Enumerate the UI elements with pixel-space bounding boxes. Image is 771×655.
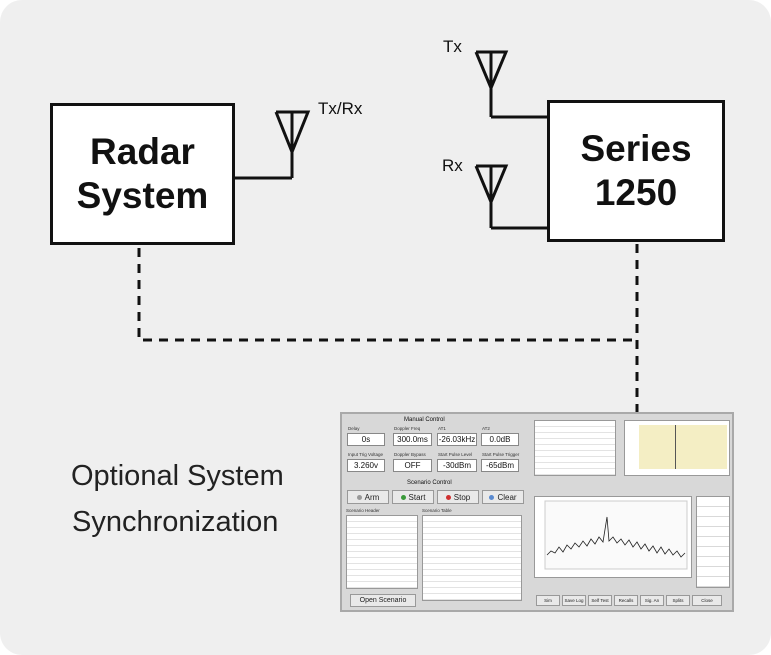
software-screenshot: Manual Control Delay 0s Doppler Freq 300… [340,412,734,612]
spectrum-trace [544,500,688,570]
arm-label: Arm [364,492,380,502]
arm-button[interactable]: Arm [347,490,389,504]
field-label: AT2 [482,426,490,431]
scenario-control-title: Scenario Control [407,480,452,486]
series-box-line1: Series [580,128,692,169]
rx-antenna-icon [474,164,509,228]
splits-button[interactable]: Splits [666,595,690,606]
series-1250-box: Series 1250 [547,100,725,242]
save-log-button[interactable]: Save Log [562,595,586,606]
field-label: AT1 [438,426,446,431]
radar-system-box: Radar System [50,103,235,245]
status-table [534,420,616,476]
start-button[interactable]: Start [392,490,434,504]
field-label: Doppler Freq [394,426,421,431]
at2-field[interactable]: 0.0dB [481,433,519,446]
scenario-header-table [346,515,418,589]
stop-button[interactable]: Stop [437,490,479,504]
delay-field[interactable]: 0s [347,433,385,446]
start-icon [400,494,406,500]
field-label: Delay [348,426,360,431]
rx-label: Rx [442,156,463,175]
sync-dashed-line [137,248,637,342]
trig-voltage-field[interactable]: 3.260v [347,459,385,472]
sig-an-button[interactable]: Sig. An [640,595,664,606]
sync-caption: Optional System Synchronization [71,453,284,545]
tx-label: Tx [443,37,462,56]
start-pulse-trigger-field[interactable]: -65dBm [481,459,519,472]
settings-panel [696,496,730,588]
radar-box-line2: System [76,175,209,216]
scenario-header-title: Scenario Header [346,508,380,513]
start-pulse-level-field[interactable]: -30dBm [437,459,477,472]
field-label: Start Pulse Trigger [482,452,520,457]
at1-field[interactable]: -26.03kHz [437,433,477,446]
stop-label: Stop [453,492,471,502]
tx-antenna-icon [474,50,509,117]
clear-button[interactable]: Clear [482,490,524,504]
scenario-table [422,515,522,601]
clear-label: Clear [497,492,517,502]
caption-line1: Optional System [71,460,284,492]
manual-control-title: Manual Control [404,417,445,423]
sim-button[interactable]: Sim [536,595,560,606]
field-label: Input Trig Voltage [348,452,384,457]
txrx-label: Tx/Rx [318,99,363,118]
clear-icon [489,494,495,500]
radar-box-line1: Radar [90,131,195,172]
arm-icon [356,494,362,500]
series-box-line2: 1250 [594,172,678,213]
field-label: Start Pulse Level [438,452,473,457]
recalls-button[interactable]: Recalls [614,595,638,606]
doppler-freq-field[interactable]: 300.0ms [393,433,432,446]
open-scenario-button[interactable]: Open Scenario [350,594,416,607]
doppler-bypass-field[interactable]: OFF [393,459,432,472]
caption-line2: Synchronization [72,506,279,538]
field-label: Doppler Bypass [394,452,426,457]
histogram-plot [624,420,730,476]
txrx-antenna-icon [274,110,311,178]
close-button[interactable]: Close [692,595,722,606]
stop-icon [445,494,451,500]
start-label: Start [408,492,426,502]
scenario-table-title: Scenario Table [422,508,452,513]
spectrum-plot [534,496,692,578]
self-test-button[interactable]: Self Test [588,595,612,606]
